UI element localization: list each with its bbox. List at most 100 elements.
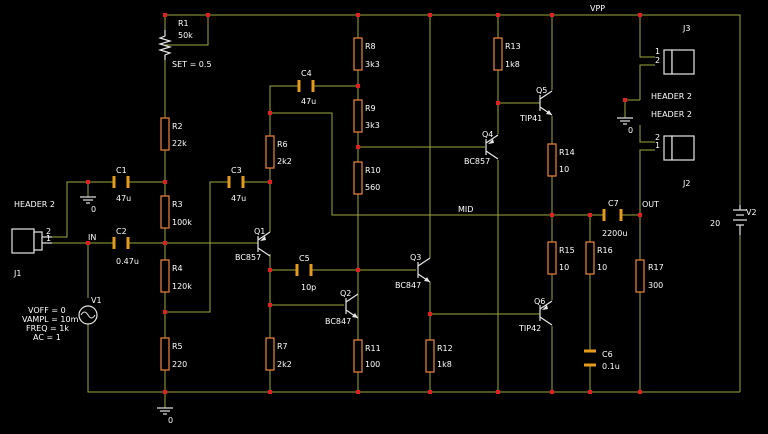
grounds: 0 0 0 xyxy=(80,117,633,425)
capacitor-c4[interactable]: C4 47u xyxy=(297,69,316,106)
r2-body xyxy=(160,117,170,151)
r8-ref: R8 xyxy=(365,42,376,51)
v1-ref: V1 xyxy=(91,296,102,305)
j1-ref: J1 xyxy=(13,269,21,278)
v2-ref: V2 xyxy=(746,208,757,217)
r13-body xyxy=(493,37,503,71)
capacitor-c1[interactable]: C1 47u xyxy=(112,166,131,203)
node xyxy=(86,241,90,245)
j3-pin-1: 1 xyxy=(655,47,660,56)
r13-value: 1k8 xyxy=(505,60,520,69)
node xyxy=(496,101,500,105)
c4-value: 47u xyxy=(301,97,316,106)
resistor-r2[interactable]: R2 22k xyxy=(160,117,187,151)
r15-body xyxy=(547,241,557,275)
j3-pin-2: 2 xyxy=(655,56,660,65)
resistor-r11[interactable]: R11 100 xyxy=(353,339,381,373)
headers: 2 1 HEADER 2 J1 1 2 J3 HEADER 2 2 1 HEAD… xyxy=(11,24,695,278)
node xyxy=(623,98,627,102)
j3-body xyxy=(671,49,695,75)
resistor-r12[interactable]: R12 1k8 xyxy=(425,339,453,373)
q4-lead-bottom xyxy=(485,150,499,160)
header-j3[interactable]: 1 2 J3 HEADER 2 xyxy=(651,24,695,101)
net-label-mid: MID xyxy=(458,205,473,214)
node xyxy=(496,13,500,17)
node xyxy=(268,268,272,272)
q3-lead-top xyxy=(417,257,431,267)
j3-type: HEADER 2 xyxy=(651,92,692,101)
transistor-q4[interactable]: Q4 BC857 xyxy=(464,130,499,166)
j3-connector xyxy=(663,49,673,75)
q5-model: TIP41 xyxy=(519,114,542,123)
r1-value: 50k xyxy=(178,31,193,40)
resistor-r10[interactable]: R10 560 xyxy=(353,161,381,195)
node xyxy=(163,180,167,184)
node xyxy=(588,213,592,217)
r5-ref: R5 xyxy=(172,342,183,351)
transistor-q2[interactable]: Q2 BC847 xyxy=(325,289,359,326)
c5-ref: C5 xyxy=(299,254,310,263)
q1-model: BC857 xyxy=(235,253,261,262)
capacitor-c6[interactable]: C6 0.1u xyxy=(584,349,620,371)
j1-pin-1: 1 xyxy=(46,234,51,243)
ground-label-main: 0 xyxy=(168,416,173,425)
header-j2[interactable]: 2 1 HEADER 2 J2 xyxy=(651,110,695,188)
capacitor-c5[interactable]: C5 10p xyxy=(295,254,316,292)
resistor-r6[interactable]: R6 2k2 xyxy=(265,135,292,169)
resistor-r9[interactable]: R9 3k3 xyxy=(353,99,380,133)
node xyxy=(496,390,500,394)
r11-body xyxy=(353,339,363,373)
resistor-r17[interactable]: R17 300 xyxy=(635,259,664,293)
r16-value: 10 xyxy=(597,263,607,272)
header-j1[interactable]: 2 1 HEADER 2 J1 xyxy=(11,200,55,278)
r12-body xyxy=(425,339,435,373)
resistor-r14[interactable]: R14 10 xyxy=(547,143,575,177)
junction-dots xyxy=(86,13,642,394)
node xyxy=(268,180,272,184)
q5-ref: Q5 xyxy=(536,86,547,95)
source-v2[interactable]: V2 20 xyxy=(710,205,757,235)
q5-lead-top xyxy=(539,90,553,100)
capacitor-c7[interactable]: C7 2200u xyxy=(602,199,627,238)
resistor-r13[interactable]: R13 1k8 xyxy=(493,37,521,71)
r17-ref: R17 xyxy=(648,263,664,272)
source-v1[interactable]: V1 VOFF = 0 VAMPL = 10m FREQ = 1k AC = 1 xyxy=(22,296,102,342)
v1-param-vampl: VAMPL = 10m xyxy=(22,315,79,324)
resistor-r15[interactable]: R15 10 xyxy=(547,241,575,275)
resistor-r5[interactable]: R5 220 xyxy=(160,337,187,371)
wire xyxy=(639,149,655,260)
resistor-r4[interactable]: R4 120k xyxy=(160,259,192,293)
c1-ref: C1 xyxy=(116,166,127,175)
capacitor-c2[interactable]: C2 0.47u xyxy=(112,227,139,266)
sine-wave-icon xyxy=(80,311,96,319)
r12-ref: R12 xyxy=(437,344,453,353)
transistor-q5[interactable]: Q5 TIP41 xyxy=(519,86,553,123)
r14-body xyxy=(547,143,557,177)
transistor-q1[interactable]: Q1 BC857 xyxy=(235,227,271,262)
resistor-r8[interactable]: R8 3k3 xyxy=(353,37,380,71)
net-label-in: IN xyxy=(88,233,96,242)
q4-lead-top xyxy=(485,134,499,144)
resistor-r3[interactable]: R3 100k xyxy=(160,195,192,229)
r15-value: 10 xyxy=(559,263,569,272)
net-label-vpp: VPP xyxy=(590,4,605,13)
r14-ref: R14 xyxy=(559,148,575,157)
q4-ref: Q4 xyxy=(482,130,493,139)
r1-param: SET = 0.5 xyxy=(172,60,212,69)
node xyxy=(550,13,554,17)
resistor-r16[interactable]: R16 10 xyxy=(585,241,613,275)
transistor-q3[interactable]: Q3 BC847 xyxy=(395,253,431,290)
node xyxy=(550,213,554,217)
node xyxy=(638,13,642,17)
resistors: R1 50k SET = 0.5 R2 22k R3 100k R4 120k … xyxy=(157,19,664,373)
resistor-r7[interactable]: R7 2k2 xyxy=(265,337,292,371)
transistor-q6[interactable]: Q6 TIP42 xyxy=(518,297,553,333)
j2-pin-2: 2 xyxy=(655,133,660,142)
capacitor-c3[interactable]: C3 47u xyxy=(227,166,246,203)
c4-ref: C4 xyxy=(301,69,312,78)
c1-value: 47u xyxy=(116,194,131,203)
wire xyxy=(269,85,298,136)
q2-lead-top xyxy=(345,293,359,303)
resistor-r1[interactable]: R1 50k SET = 0.5 xyxy=(157,19,212,69)
r17-body xyxy=(635,259,645,293)
